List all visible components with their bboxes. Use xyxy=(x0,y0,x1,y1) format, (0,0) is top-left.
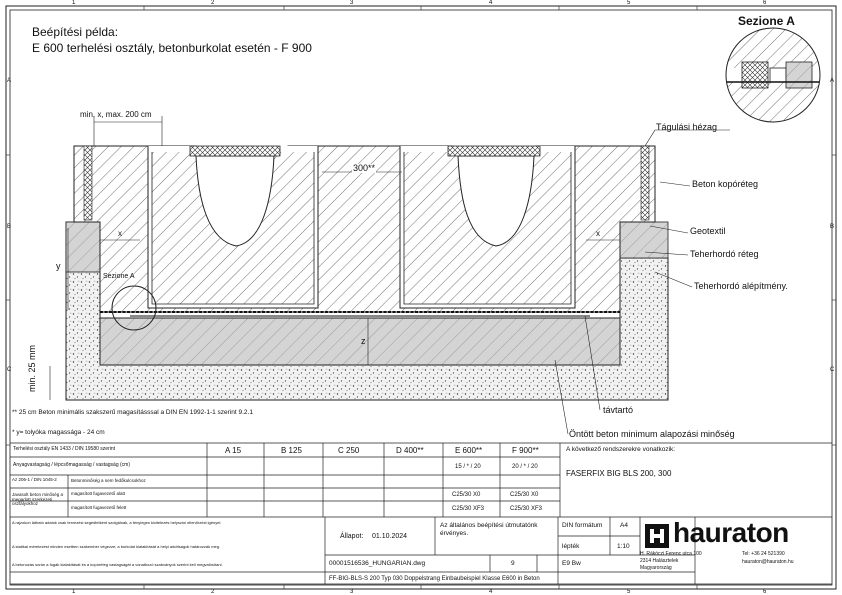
grid-number-3: 3 xyxy=(350,0,354,6)
file-name: 00001516536_HUNGARIAN.dwg xyxy=(329,560,426,567)
section-detail xyxy=(725,27,821,123)
phone: Tel: +36 24 521390 xyxy=(742,551,785,557)
installation-note: Az általános beépítési útmutatónk érvény… xyxy=(440,522,538,538)
class-d400: D 400** xyxy=(396,446,424,455)
class-e600: E 600** xyxy=(455,446,483,455)
table-class-label: Terhelési osztály EN 1433 / DIN 19580 sz… xyxy=(13,446,115,452)
revision: 9 xyxy=(511,560,515,567)
drawing-title-line1: Beépítési példa: xyxy=(32,25,119,39)
thickness-label: Anyagvastagság / lépcsőmagasság / vastag… xyxy=(13,462,131,468)
grid-ticks xyxy=(6,6,836,589)
drawing-title-line2: E 600 terhelési osztály, betonburkolat e… xyxy=(32,41,312,55)
dimension-y-label: y xyxy=(56,261,61,271)
grid-number-3-bottom: 3 xyxy=(350,589,354,595)
concrete-e600-below: C25/30 X0 xyxy=(452,492,481,498)
email: hauraton@hauraton.hu xyxy=(742,559,794,565)
class-c250: C 250 xyxy=(338,446,360,455)
grid-number-4-bottom: 4 xyxy=(489,589,493,595)
hauraton-logo-mark xyxy=(645,524,669,548)
expansion-joint-left xyxy=(83,145,93,221)
sheet: E9 Bw xyxy=(562,560,581,567)
dimension-spacing-label: 300** xyxy=(352,163,377,173)
callout-poured-concrete: Öntött beton minimum alapozási minőség xyxy=(569,429,735,439)
callout-concrete-surround: Beton kopóréteg xyxy=(692,179,759,189)
poured-concrete-base xyxy=(99,317,621,366)
concrete-text-a: Betonminőség a nem fedőkulcsokhoz xyxy=(71,478,146,483)
callout-support: távtartó xyxy=(603,405,634,415)
status-label: Állapot: xyxy=(340,533,364,540)
grid-number-2-bottom: 2 xyxy=(211,589,215,595)
note-2: * y= tolyóka magassága - 24 cm xyxy=(12,429,105,436)
grid-letter-c-right: C xyxy=(830,367,835,373)
section-marker-label: Sezione A xyxy=(103,273,135,280)
reference-product: FASERFIX BIG BLS 200, 300 xyxy=(566,469,672,478)
thickness-e600: 15 / * / 20 xyxy=(455,464,481,470)
channel-right xyxy=(399,145,576,309)
disclaimer-3: A betonozás során a fugák kialakítását é… xyxy=(12,562,223,567)
callout-base-layer: Teherhordó réteg xyxy=(690,249,759,259)
brand-name: hauraton xyxy=(673,517,789,548)
grid-number-1: 1 xyxy=(72,0,76,6)
expansion-joint-right xyxy=(640,145,650,221)
right-base-layer xyxy=(619,221,669,259)
grid-letter-a-right: A xyxy=(830,78,835,84)
grid-number-5-bottom: 5 xyxy=(627,589,631,595)
scale-value: 1:10 xyxy=(617,543,630,550)
callout-geotextile: Geotextil xyxy=(690,226,726,236)
status-date: 01.10.2024 xyxy=(372,533,408,540)
title-block-grid xyxy=(10,442,832,585)
grid-number-1-bottom: 1 xyxy=(72,589,76,595)
callout-expansion-joint: Tágulási hézag xyxy=(656,122,718,132)
grid-number-4: 4 xyxy=(489,0,493,6)
grid-letter-a: A xyxy=(7,78,12,84)
grid-number-6: 6 xyxy=(763,0,767,6)
format-value: A4 xyxy=(620,522,628,529)
concrete-text-c: magasított fugavezető felett xyxy=(71,505,127,510)
disclaimer-1: A rajzokon látható adatok csak tervezési… xyxy=(12,520,222,525)
address-line2: 2314 Halásztelek xyxy=(640,558,679,564)
dimension-x-label-right: x xyxy=(596,229,600,238)
concrete-f900-above: C25/30 XF3 xyxy=(510,506,543,512)
class-b125: B 125 xyxy=(281,446,302,455)
section-marker-circle xyxy=(111,285,157,331)
thickness-f900: 20 / * / 20 xyxy=(512,464,538,470)
address-line1: H. Rákóczi Ferenc utca 100 xyxy=(640,551,702,557)
address-line3: Magyarország xyxy=(640,565,672,571)
grid-number-2: 2 xyxy=(211,0,215,6)
leader-lines xyxy=(554,129,730,435)
dimension-x-label: x xyxy=(118,229,122,238)
reference-heading: A következő rendszerekre vonatkozik: xyxy=(566,446,676,453)
class-a15: A 15 xyxy=(225,446,242,455)
disclaimer-2: A statikai méretezést minden esetben sza… xyxy=(12,544,221,549)
section-heading: Sezione A xyxy=(738,14,795,28)
callout-sub-base: Teherhordó alépítmény. xyxy=(694,281,788,291)
scale-label: lépték xyxy=(562,543,580,550)
class-f900: F 900** xyxy=(512,446,539,455)
note-1: ** 25 cm Beton minimális szakszerű magas… xyxy=(12,409,253,416)
dimension-width-label: min. x, max. 200 cm xyxy=(80,110,152,119)
concrete-e600-above: C25/30 XF3 xyxy=(452,506,485,512)
left-base-layer xyxy=(65,221,101,273)
concrete-text-b: magasított fugavezető alatt xyxy=(71,491,126,496)
concrete-label-a: Az 206-1 / DIN 1045-2 xyxy=(12,477,57,482)
grid-number-5: 5 xyxy=(627,0,631,6)
concrete-f900-below: C25/30 X0 xyxy=(510,492,539,498)
dimension-z-label: z xyxy=(361,336,366,346)
grid-letter-c: C xyxy=(7,367,12,373)
grid-number-6-bottom: 6 xyxy=(763,589,767,595)
grid-letter-b-right: B xyxy=(830,224,835,230)
channel-left xyxy=(147,145,319,309)
format-label: DIN formátum xyxy=(562,522,603,529)
concrete-label-b: Javasolt beton minőség a megadott szerke… xyxy=(12,492,64,506)
drawing-description: FF-BIG-BLS-S 200 Typ 030 Doppelstrang Ei… xyxy=(329,576,540,582)
dimension-thickness-label: min. 25 mm xyxy=(27,344,37,392)
grid-letter-b: B xyxy=(7,224,12,230)
